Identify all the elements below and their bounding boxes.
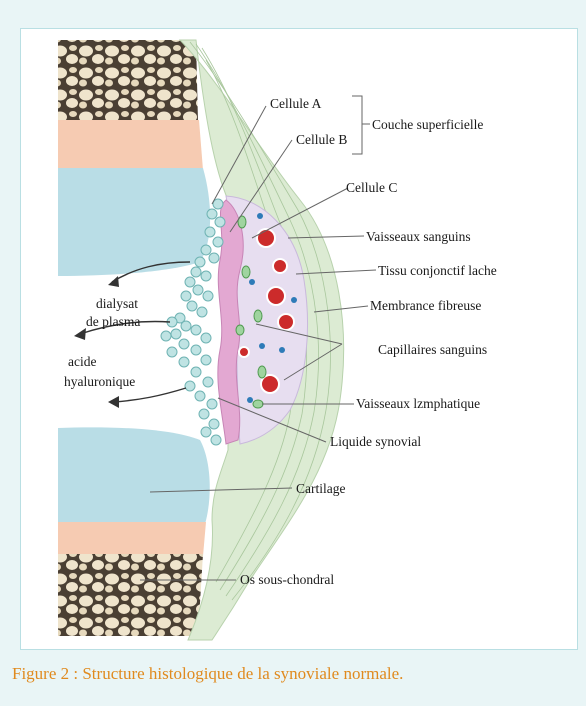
couche-bracket	[352, 96, 370, 154]
label-cartilage: Cartilage	[296, 481, 345, 496]
label-liquide-synovial: Liquide synovial	[330, 434, 421, 449]
top-cartilage	[58, 168, 210, 276]
label-dialysat: dialysat	[96, 296, 138, 311]
label-vaisseaux-lymph: Vaisseaux lzmphatique	[356, 396, 480, 411]
cell-b-layer	[218, 200, 243, 444]
label-tissu-conjonctif: Tissu conjonctif lache	[378, 263, 497, 278]
top-bone	[58, 40, 198, 122]
label-os: Os sous-chondral	[240, 572, 334, 587]
label-hyaluronique: hyaluronique	[64, 374, 135, 389]
top-band	[58, 120, 203, 170]
label-cellule-b: Cellule B	[296, 132, 347, 147]
bottom-band	[58, 522, 206, 556]
label-couche-superficielle: Couche superficielle	[372, 117, 483, 132]
bottom-bone	[58, 554, 203, 636]
figure-caption: Figure 2 : Structure histologique de la …	[12, 664, 403, 684]
label-membrane-fibreuse: Membrance fibreuse	[370, 298, 481, 313]
label-cellule-a: Cellule A	[270, 96, 322, 111]
label-cellule-c: Cellule C	[346, 180, 397, 195]
label-plasma: de plasma	[86, 314, 140, 329]
bottom-cartilage	[58, 427, 210, 524]
label-capillaires: Capillaires sanguins	[378, 342, 487, 357]
label-acide: acide	[68, 354, 96, 369]
label-vaisseaux-sanguins: Vaisseaux sanguins	[366, 229, 471, 244]
